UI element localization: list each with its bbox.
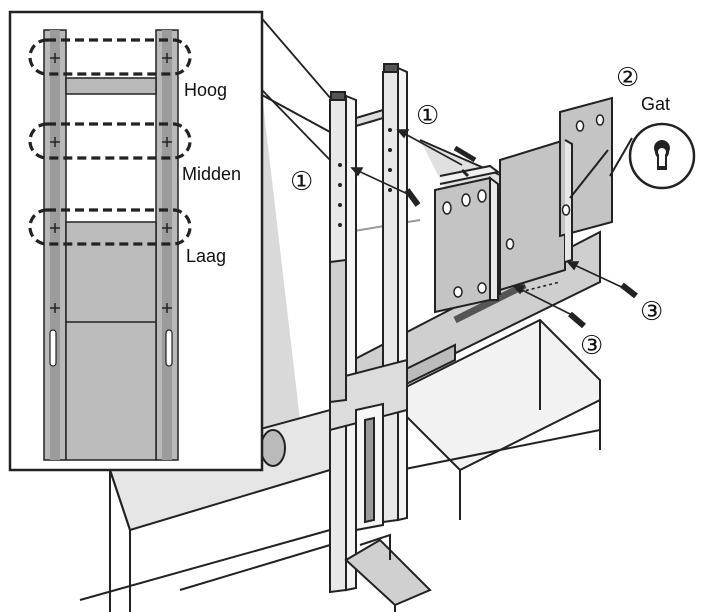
hole-callout (569, 122, 696, 199)
step-2: ② (616, 63, 639, 93)
position-high-marker (28, 38, 192, 76)
position-low-marker (28, 208, 192, 246)
step-1-left: ① (290, 167, 313, 197)
position-middle-marker (28, 122, 192, 160)
inset-connector-lines (257, 13, 333, 161)
label-high: Hoog (184, 80, 227, 100)
stand (329, 63, 432, 612)
step-3-right: ③ (640, 297, 663, 327)
step-3-lower: ③ (580, 331, 603, 361)
label-low: Laag (186, 246, 226, 266)
screws-arrows (350, 129, 638, 329)
label-middle: Midden (182, 164, 241, 184)
step-1-right: ① (416, 101, 439, 131)
mounting-brackets (434, 96, 613, 314)
label-hole: Gat (641, 94, 670, 114)
inset-detail (8, 10, 264, 472)
